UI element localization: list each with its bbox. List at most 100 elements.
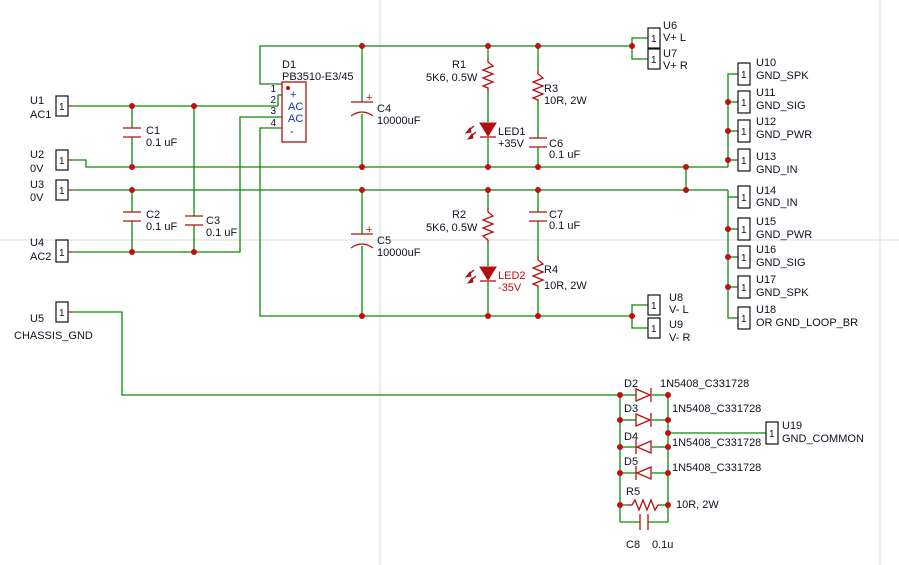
r2-ref: R2 bbox=[452, 209, 466, 221]
capacitor-c7[interactable]: C7 0.1 uF bbox=[529, 209, 580, 232]
c2-ref: C2 bbox=[146, 209, 160, 221]
connector-u6[interactable]: 1 U6 V+ L bbox=[647, 20, 686, 49]
diode-d3[interactable]: D3 1N5408_C331728 bbox=[624, 403, 761, 427]
u5-pin: 1 bbox=[59, 308, 65, 319]
wires bbox=[72, 37, 766, 523]
u13-ref: U13 bbox=[756, 151, 776, 163]
u18-name: OR GND_LOOP_BR bbox=[756, 317, 858, 329]
d1-ref: D1 bbox=[282, 59, 296, 71]
d1-pin-2: 2 bbox=[270, 95, 276, 106]
connector-u15[interactable]: 1 U15 GND_PWR bbox=[737, 216, 812, 241]
u2-ref: U2 bbox=[30, 149, 44, 161]
connector-u3[interactable]: 1 U3 0V bbox=[30, 179, 72, 204]
connector-u5[interactable]: 1 U5 CHASSIS_GND bbox=[14, 301, 93, 342]
connector-u9[interactable]: 1 U9 V- R bbox=[647, 317, 690, 344]
c8-value: 0.1u bbox=[652, 539, 673, 551]
led-led2[interactable]: LED2 -35V bbox=[464, 266, 526, 294]
capacitor-c2[interactable]: C2 0.1 uF bbox=[123, 209, 177, 233]
u6-ref: U6 bbox=[663, 20, 677, 32]
d3-ref: D3 bbox=[624, 403, 638, 415]
resistor-r1[interactable]: R1 5K6, 0.5W bbox=[426, 58, 495, 92]
bridge-rectifier-d1[interactable]: D1 PB3510-E3/45 1 2 3 4 + AC AC - bbox=[270, 59, 354, 143]
d4-ref: D4 bbox=[624, 431, 638, 443]
c5-ref: C5 bbox=[377, 235, 391, 247]
u3-pin: 1 bbox=[59, 186, 65, 197]
u5-ref: U5 bbox=[30, 313, 44, 325]
u14-name: GND_IN bbox=[756, 197, 798, 209]
connector-u7[interactable]: 1 U7 V+ R bbox=[647, 48, 688, 72]
resistor-r4[interactable]: R4 10R, 2W bbox=[531, 256, 587, 292]
r5-value: 10R, 2W bbox=[676, 499, 719, 511]
led2-label: -35V bbox=[498, 282, 522, 294]
connector-u10[interactable]: 1 U10 GND_SPK bbox=[737, 57, 809, 86]
connector-u2[interactable]: 1 U2 0V bbox=[30, 149, 72, 175]
u4-pin: 1 bbox=[59, 248, 65, 259]
connector-u4[interactable]: 1 U4 AC2 bbox=[30, 237, 72, 263]
c4-polarity: + bbox=[366, 92, 372, 104]
c4-ref: C4 bbox=[377, 103, 391, 115]
c1-value: 0.1 uF bbox=[146, 137, 177, 149]
connector-u14[interactable]: 1 U14 GND_IN bbox=[737, 185, 798, 209]
d5-part: 1N5408_C331728 bbox=[672, 462, 761, 474]
d2-ref: D2 bbox=[624, 378, 638, 390]
u8-pin: 1 bbox=[651, 301, 657, 312]
diode-d2[interactable]: D2 1N5408_C331728 bbox=[624, 378, 749, 402]
c6-ref: C6 bbox=[549, 138, 563, 150]
u15-name: GND_PWR bbox=[756, 229, 812, 241]
d1-pin-1: 1 bbox=[270, 84, 276, 95]
connector-u17[interactable]: 1 U17 GND_SPK bbox=[737, 274, 809, 299]
d2-part: 1N5408_C331728 bbox=[660, 378, 749, 390]
capacitor-c5[interactable]: + C5 10000uF bbox=[350, 224, 421, 259]
r1-ref: R1 bbox=[452, 59, 466, 71]
u14-pin: 1 bbox=[741, 193, 747, 204]
connector-u18[interactable]: 1 U18 OR GND_LOOP_BR bbox=[737, 304, 858, 330]
r4-value: 10R, 2W bbox=[544, 280, 587, 292]
u1-ref: U1 bbox=[30, 95, 44, 107]
r5-ref: R5 bbox=[626, 486, 640, 498]
connector-u8[interactable]: 1 U8 V- L bbox=[647, 292, 689, 316]
connector-u1[interactable]: 1 U1 AC1 bbox=[30, 95, 72, 121]
c8-ref: C8 bbox=[626, 539, 640, 551]
u19-name: GND_COMMON bbox=[782, 433, 864, 445]
u6-pin: 1 bbox=[651, 34, 657, 45]
u10-ref: U10 bbox=[756, 57, 776, 69]
d1-pin-label-ac2: AC bbox=[288, 113, 303, 125]
c7-ref: C7 bbox=[549, 209, 563, 221]
resistor-r3[interactable]: R3 10R, 2W bbox=[531, 70, 587, 107]
d3-part: 1N5408_C331728 bbox=[672, 403, 761, 415]
u18-ref: U18 bbox=[756, 304, 776, 316]
connector-u12[interactable]: 1 U12 GND_PWR bbox=[737, 116, 812, 143]
u3-ref: U3 bbox=[30, 179, 44, 191]
u19-ref: U19 bbox=[782, 420, 802, 432]
capacitor-c1[interactable]: C1 0.1 uF bbox=[123, 125, 177, 149]
capacitor-c4[interactable]: + C4 10000uF bbox=[350, 92, 421, 127]
connector-u13[interactable]: 1 U13 GND_IN bbox=[737, 148, 798, 176]
connector-u19[interactable]: 1 U19 GND_COMMON bbox=[765, 420, 864, 445]
c6-value: 0.1 uF bbox=[549, 149, 580, 161]
resistor-r2[interactable]: R2 5K6, 0.5W bbox=[426, 208, 495, 244]
u14-ref: U14 bbox=[756, 185, 776, 197]
u9-ref: U9 bbox=[669, 319, 683, 331]
r2-value: 5K6, 0.5W bbox=[426, 222, 478, 234]
u2-pin: 1 bbox=[59, 156, 65, 167]
u17-ref: U17 bbox=[756, 274, 776, 286]
capacitor-c3[interactable]: C3 0.1 uF bbox=[185, 215, 237, 239]
r4-ref: R4 bbox=[544, 264, 558, 276]
capacitor-c6[interactable]: C6 0.1 uF bbox=[529, 137, 580, 161]
diode-d5[interactable]: D5 1N5408_C331728 bbox=[624, 456, 761, 480]
d1-pin-3: 3 bbox=[270, 106, 276, 117]
connector-u16[interactable]: 1 U16 GND_SIG bbox=[737, 244, 806, 269]
u15-pin: 1 bbox=[741, 225, 747, 236]
connector-u11[interactable]: 1 U11 GND_SIG bbox=[737, 87, 806, 114]
u2-name: 0V bbox=[30, 163, 44, 175]
led-led1[interactable]: LED1 +35V bbox=[464, 122, 526, 150]
c1-ref: C1 bbox=[146, 125, 160, 137]
u10-pin: 1 bbox=[741, 70, 747, 81]
u12-ref: U12 bbox=[756, 116, 776, 128]
diode-d4[interactable]: D4 1N5408_C331728 bbox=[624, 431, 761, 454]
resistor-r5[interactable]: R5 10R, 2W bbox=[626, 486, 719, 512]
c5-value: 10000uF bbox=[377, 247, 421, 259]
capacitor-c8[interactable]: C8 0.1u bbox=[626, 514, 673, 551]
u7-name: V+ R bbox=[663, 60, 688, 72]
